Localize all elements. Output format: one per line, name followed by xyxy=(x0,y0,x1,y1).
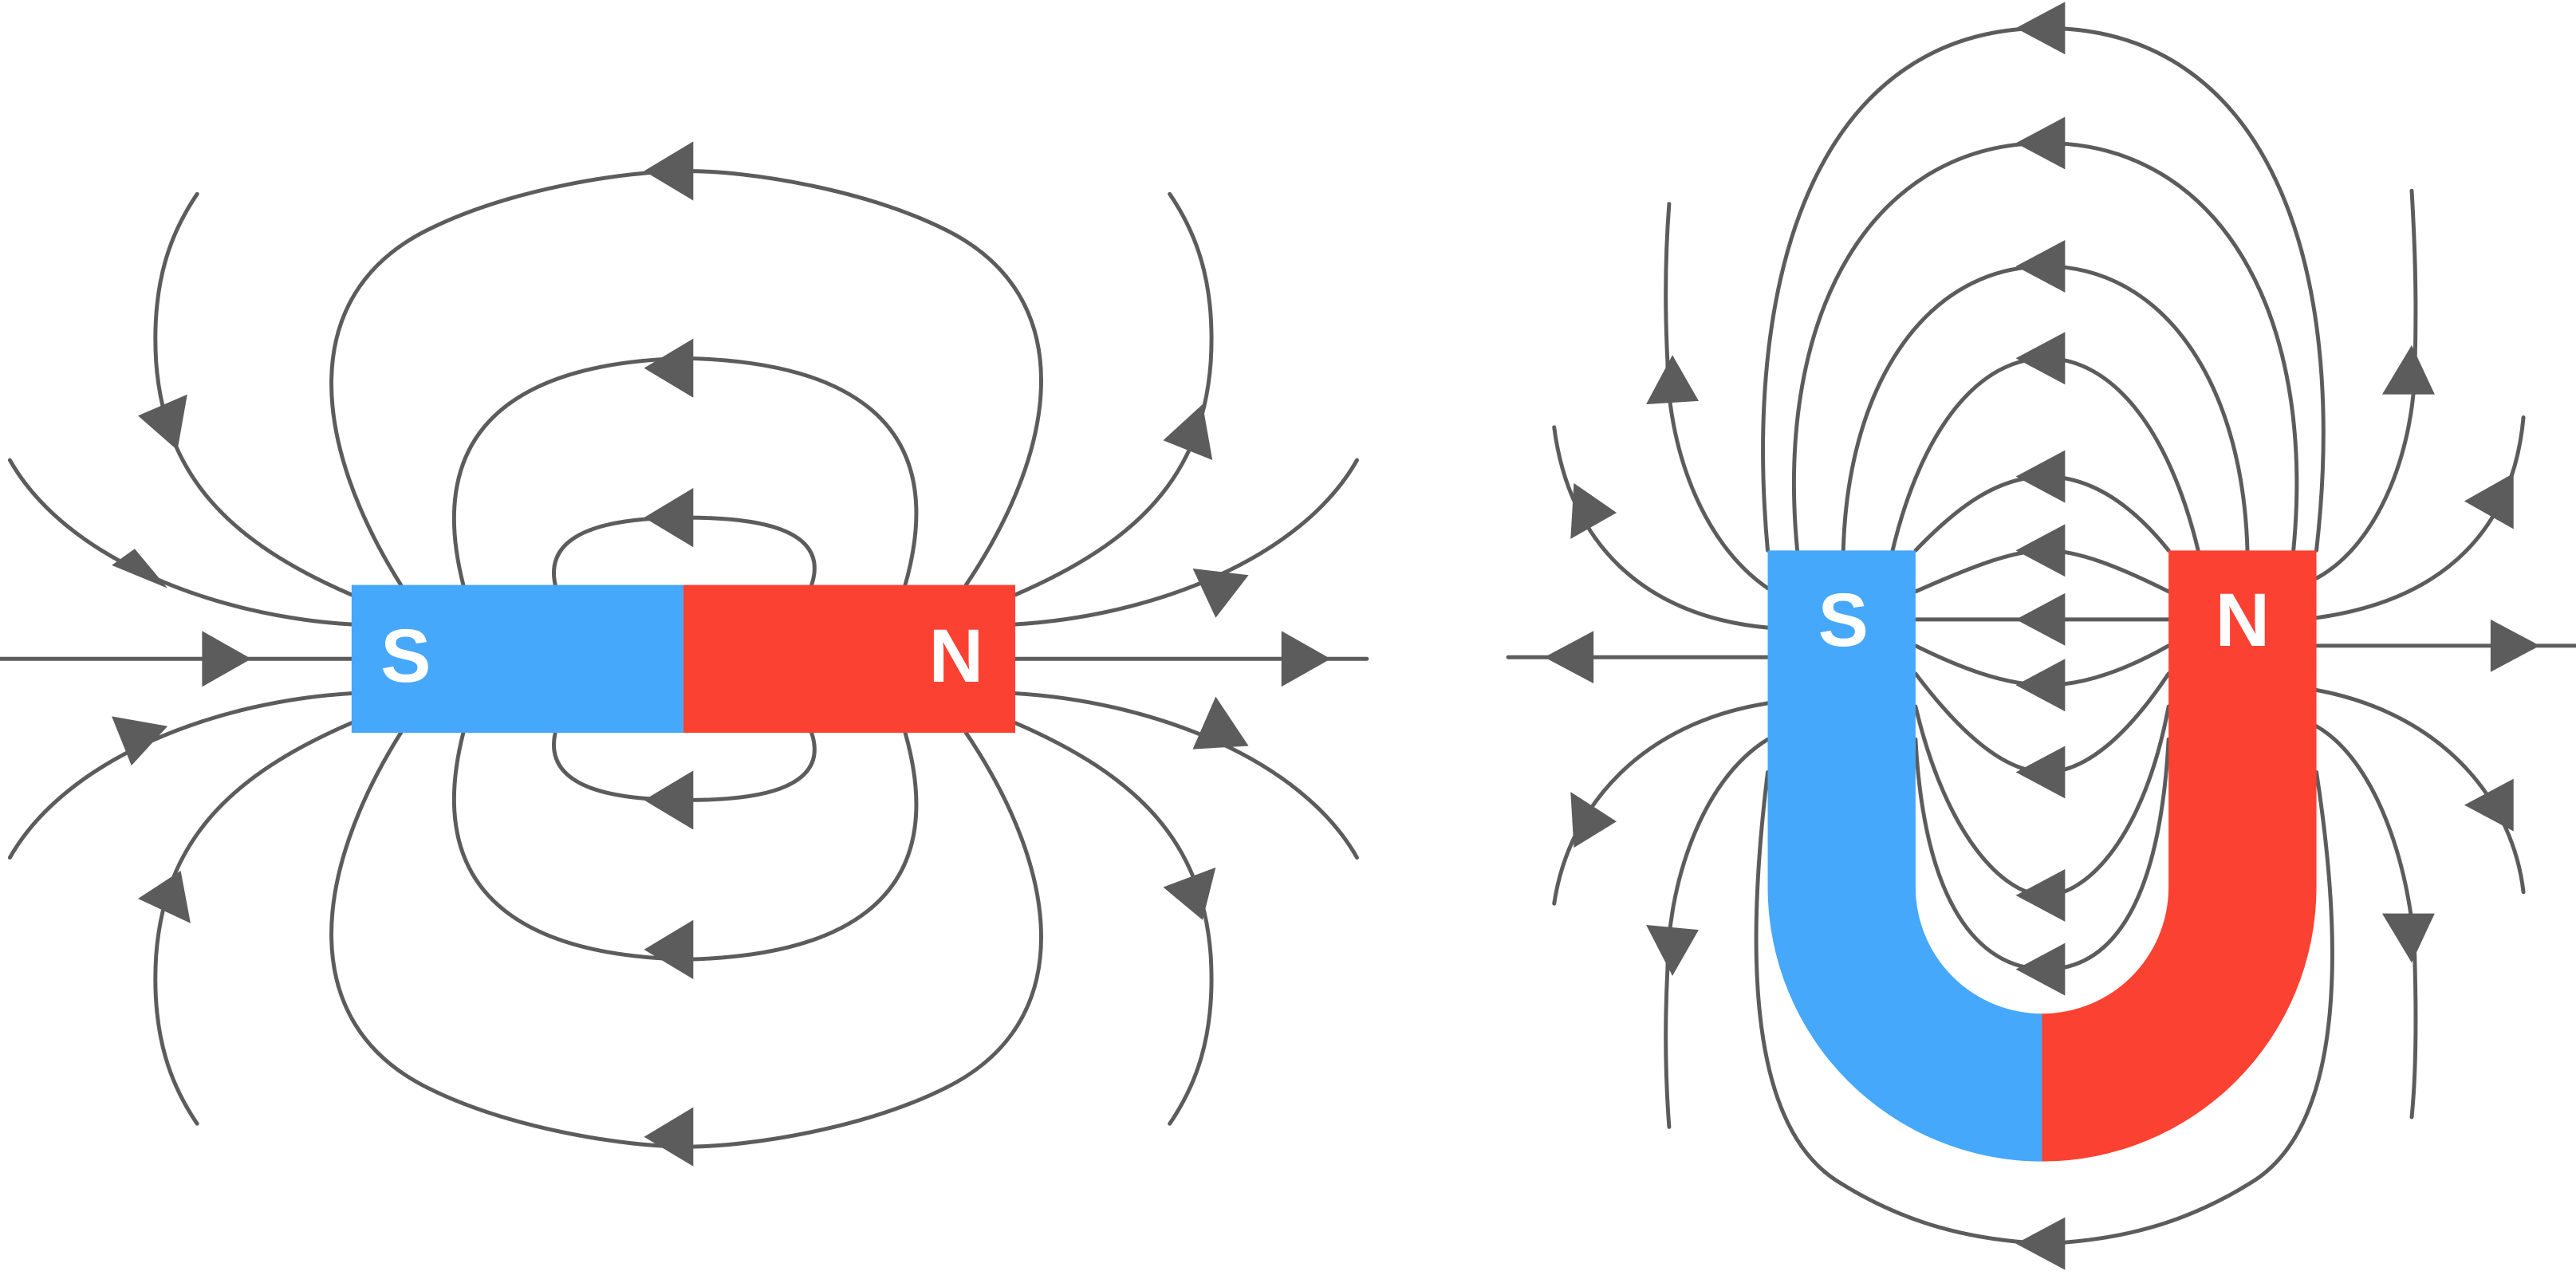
horseshoe-south-label: S xyxy=(1818,578,1869,663)
field-direction-arrow xyxy=(1163,867,1216,920)
field-line xyxy=(7,691,354,860)
field-direction-arrow xyxy=(2015,746,2066,799)
field-direction-arrow xyxy=(1163,403,1213,461)
field-direction-arrow xyxy=(138,394,187,451)
bar-north-pole xyxy=(683,584,1016,733)
field-line xyxy=(1013,721,1214,1126)
field-direction-arrow xyxy=(2015,332,2066,385)
field-direction-arrow xyxy=(1192,696,1249,750)
field-direction-arrow xyxy=(644,1107,694,1167)
field-direction-arrow xyxy=(644,141,694,201)
field-direction-arrow xyxy=(644,770,694,830)
bar-magnet: S N xyxy=(0,141,1369,1167)
field-line xyxy=(1552,701,1770,906)
field-line xyxy=(1552,425,1770,630)
horseshoe-north-arm xyxy=(2042,550,2317,1162)
field-direction-arrow xyxy=(2015,116,2066,170)
field-direction-arrow xyxy=(2015,524,2066,577)
field-line xyxy=(1890,356,2200,553)
field-line xyxy=(153,191,354,597)
field-direction-arrow xyxy=(1570,792,1617,848)
field-line xyxy=(153,721,354,1126)
field-direction-arrow xyxy=(2490,619,2540,672)
field-direction-arrow xyxy=(112,716,168,766)
field-direction-arrow xyxy=(1570,482,1617,539)
field-direction-arrow xyxy=(644,919,694,979)
field-direction-arrow xyxy=(2015,1217,2066,1270)
horseshoe-magnet: S N xyxy=(1506,2,2576,1270)
field-direction-arrow xyxy=(2015,659,2066,712)
field-direction-arrow xyxy=(2015,2,2066,55)
field-line xyxy=(1013,191,1214,597)
field-direction-arrow xyxy=(2464,473,2514,529)
field-direction-arrow xyxy=(1544,631,1594,684)
bar-south-pole xyxy=(351,584,683,733)
field-line xyxy=(1013,458,1359,627)
field-line xyxy=(2314,687,2526,895)
bar-south-label: S xyxy=(380,614,431,698)
field-line xyxy=(1013,691,1359,860)
field-direction-arrow xyxy=(1646,924,1699,976)
field-direction-arrow xyxy=(644,488,694,548)
field-line xyxy=(7,458,354,627)
field-direction-arrow xyxy=(2381,344,2435,395)
bar-field-arrows xyxy=(112,141,1331,1167)
field-direction-arrow xyxy=(2381,913,2435,963)
field-line xyxy=(2314,415,2526,620)
field-direction-arrow xyxy=(1646,355,1699,404)
field-direction-arrow xyxy=(1281,631,1331,687)
horseshoe-field-arrows xyxy=(1544,2,2540,1270)
field-direction-arrow xyxy=(2015,450,2066,503)
horseshoe-south-arm xyxy=(1767,550,2042,1162)
field-direction-arrow xyxy=(2015,868,2066,922)
field-direction-arrow xyxy=(112,549,168,588)
field-direction-arrow xyxy=(138,871,191,923)
field-direction-arrow xyxy=(2015,942,2066,996)
field-direction-arrow xyxy=(644,338,694,398)
field-direction-arrow xyxy=(2015,239,2066,293)
bar-north-label: N xyxy=(929,614,983,698)
field-direction-arrow xyxy=(2464,778,2514,832)
field-direction-arrow xyxy=(202,631,252,687)
field-line xyxy=(1913,704,2171,898)
horseshoe-north-label: N xyxy=(2216,578,2270,663)
field-direction-arrow xyxy=(1192,568,1249,618)
field-direction-arrow xyxy=(2015,592,2066,646)
